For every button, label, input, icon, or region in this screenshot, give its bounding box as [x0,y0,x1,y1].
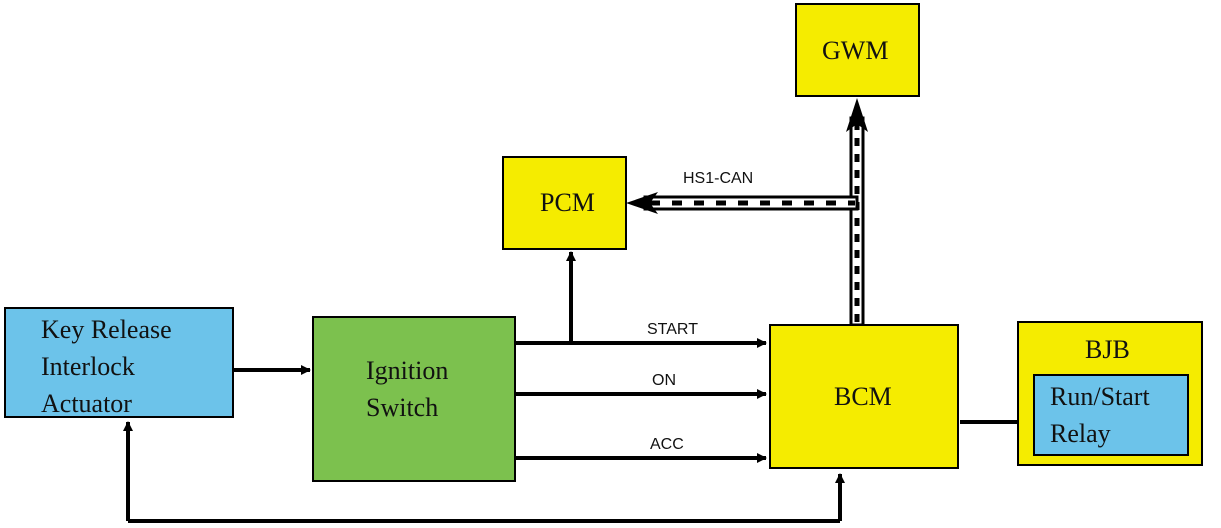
on-signal-label: ON [652,372,676,389]
gwm-block: GWM [795,3,920,97]
relay-label-line1: Run/Start [1050,382,1150,411]
acc-signal-label: ACC [650,436,684,453]
key-release-label-line1: Key Release [41,315,172,344]
bjb-label: BJB [1085,335,1130,364]
start-signal-label: START [647,321,698,338]
relay-label-line2: Relay [1050,419,1111,448]
key-release-label-line3: Actuator [41,389,132,418]
run-start-relay-block: Run/Start Relay [1033,374,1189,456]
can-to-pcm-arrowhead [626,192,658,214]
ignition-label-line1: Ignition [366,356,448,385]
pcm-block: PCM [502,156,627,250]
key-release-interlock-block: Key Release Interlock Actuator [4,307,234,418]
bjb-block: BJB Run/Start Relay [1017,321,1203,466]
can-to-gwm-arrowhead [846,98,868,132]
bcm-label: BCM [834,382,892,411]
ignition-switch-block: Ignition Switch [312,316,516,482]
bcm-block: BCM [769,324,959,469]
key-release-label-line2: Interlock [41,352,135,381]
gwm-label: GWM [822,36,888,65]
ignition-label-line2: Switch [366,393,438,422]
pcm-label: PCM [540,188,595,217]
hs1-can-label: HS1-CAN [683,170,753,187]
